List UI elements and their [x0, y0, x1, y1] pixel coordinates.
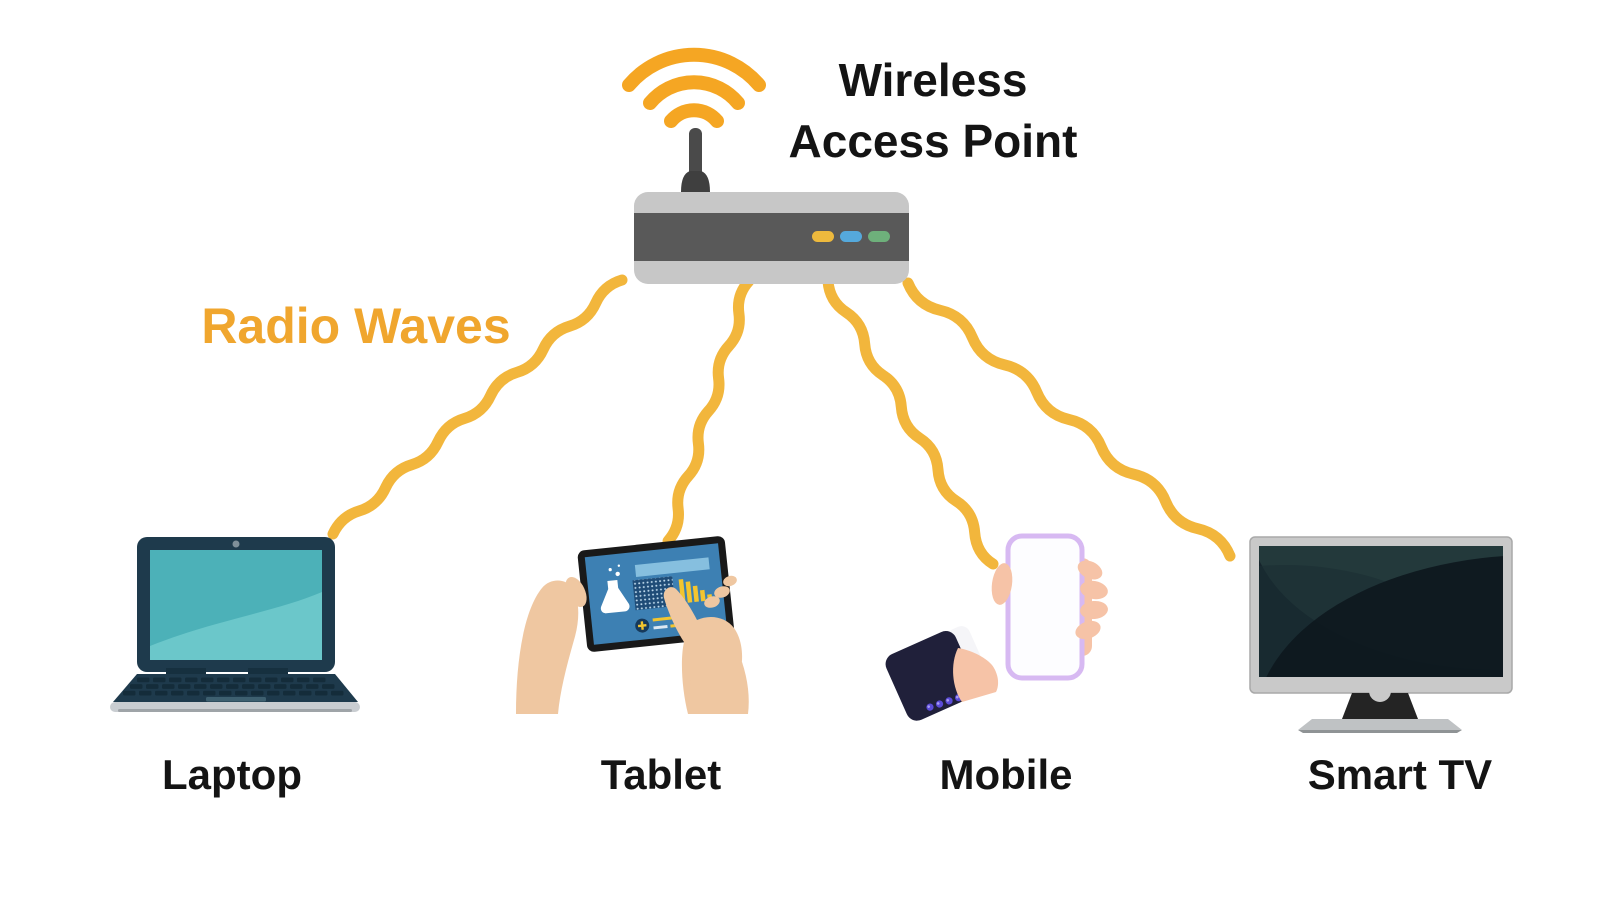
mobile-illustration: [885, 533, 1108, 721]
laptop-key: [249, 677, 262, 683]
laptop-key: [210, 684, 223, 689]
antenna-base: [681, 171, 710, 192]
right-finger-knuckle: [723, 575, 737, 587]
laptop-key: [315, 690, 328, 696]
laptop-key: [267, 690, 280, 696]
wifi-arc-inner: [664, 103, 724, 128]
laptop-key: [169, 677, 182, 683]
laptop-key: [206, 697, 266, 702]
laptop-key: [153, 677, 166, 683]
tablet-add-plus: [640, 621, 644, 630]
radio-wave-to-tablet: [662, 275, 755, 547]
laptop-key: [155, 690, 168, 696]
left-arm: [516, 580, 579, 714]
right-arm: [688, 650, 749, 714]
laptop-key: [265, 677, 278, 683]
smart-tv-illustration: [1249, 536, 1513, 733]
fingers: [1075, 560, 1108, 640]
laptop-key: [242, 684, 255, 689]
laptop-screen-glare: [150, 592, 322, 660]
laptop-key: [313, 677, 326, 683]
laptop-illustration: [110, 537, 360, 712]
tv-stand-notch: [1369, 680, 1391, 702]
laptop-key: [281, 677, 294, 683]
laptop-key: [283, 690, 296, 696]
laptop-key: [187, 690, 200, 696]
title-line-2: Access Point: [788, 115, 1078, 167]
flask-icon: [600, 579, 630, 614]
laptop-key: [146, 684, 159, 689]
laptop-key: [274, 684, 287, 689]
laptop-key: [194, 684, 207, 689]
laptop-key: [322, 684, 335, 689]
flask-bubble: [617, 564, 621, 567]
tablet-header-bar: [634, 557, 710, 577]
led-blue: [840, 231, 862, 242]
wrist: [953, 648, 999, 702]
laptop-key: [219, 690, 232, 696]
left-thumb: [565, 577, 587, 607]
laptop-key: [185, 677, 198, 683]
tv-screen-gradient: [1259, 546, 1503, 677]
laptop-base-shadow: [118, 709, 352, 712]
laptop-key: [233, 677, 246, 683]
laptop-key: [235, 690, 248, 696]
laptop-key: [162, 684, 175, 689]
laptop-key: [299, 690, 312, 696]
led-green: [868, 231, 890, 242]
tablet-table-dots: [632, 576, 676, 611]
laptop-key: [139, 690, 152, 696]
laptop-key: [217, 677, 230, 683]
thumb: [991, 563, 1013, 605]
laptop-key: [306, 684, 319, 689]
access-point-illustration: [622, 47, 909, 284]
device-label-smart-tv: Smart TV: [1307, 751, 1493, 798]
laptop-key: [251, 690, 264, 696]
tablet-illustration: [516, 536, 749, 714]
laptop-key: [290, 684, 303, 689]
laptop-key: [226, 684, 239, 689]
router-status-leds: [812, 231, 890, 242]
laptop-key: [331, 690, 344, 696]
tv-stand-base-edge: [1298, 730, 1462, 733]
flask-bubble: [615, 571, 620, 577]
tv-stand-base: [1298, 719, 1462, 730]
device-label-mobile: Mobile: [939, 751, 1073, 798]
right-finger-knuckle: [714, 586, 730, 598]
laptop-key: [178, 684, 191, 689]
laptop-key: [130, 684, 143, 689]
laptop-key: [203, 690, 216, 696]
radio-wave-to-mobile: [822, 275, 999, 570]
phone: [1005, 533, 1085, 681]
laptop-keys: [123, 677, 344, 702]
device-label-laptop: Laptop: [162, 751, 302, 798]
led-orange: [812, 231, 834, 242]
laptop-key: [137, 677, 150, 683]
flask-bubble: [608, 568, 612, 572]
laptop-key: [123, 690, 136, 696]
radio-wave-to-laptop: [327, 274, 628, 540]
sleeve: [885, 631, 978, 721]
laptop-key: [201, 677, 214, 683]
laptop-key: [171, 690, 184, 696]
wifi-arc-outer: [622, 47, 766, 92]
laptop-key: [258, 684, 271, 689]
right-finger-knuckle: [704, 596, 720, 608]
wifi-arc-middle: [643, 75, 745, 110]
device-label-tablet: Tablet: [600, 751, 722, 798]
router-front-band: [634, 213, 909, 261]
access-point-title: Wireless Access Point: [733, 50, 1133, 172]
laptop-key: [297, 677, 310, 683]
title-line-1: Wireless: [838, 54, 1028, 106]
radio-wave-to-smart-tv: [902, 277, 1236, 562]
radio-waves-label: Radio Waves: [201, 298, 511, 354]
tv-stand-neck: [1342, 693, 1418, 719]
laptop-webcam: [232, 540, 240, 548]
wifi-signal-icon: [622, 47, 766, 128]
radio-wave-lines: [327, 274, 1236, 570]
